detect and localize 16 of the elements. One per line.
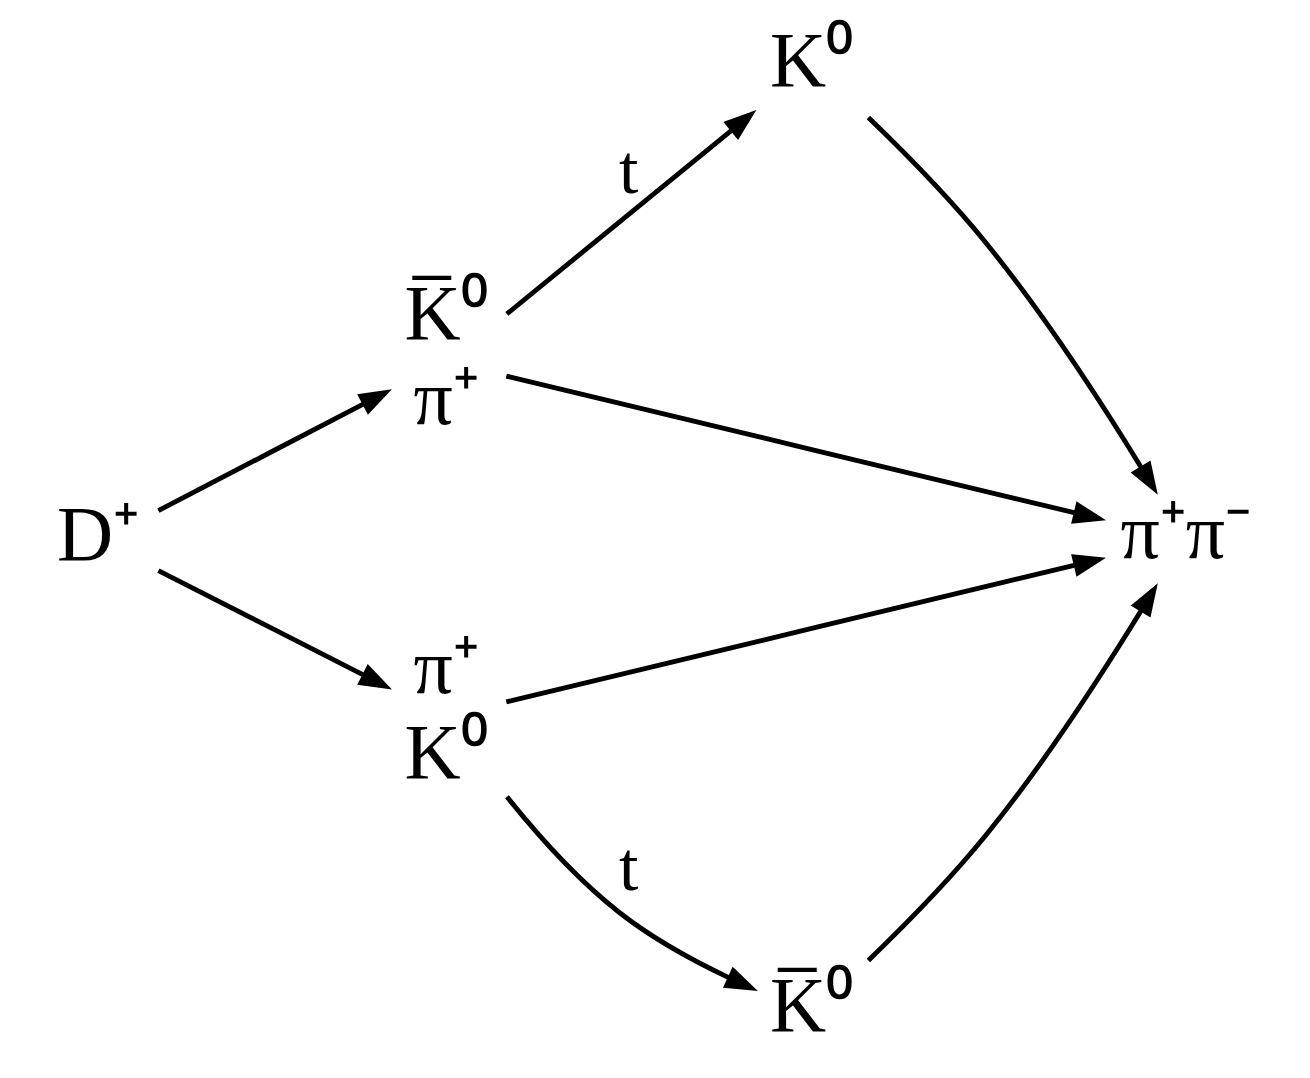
arrow bbox=[505, 554, 1106, 705]
node-text: K̅⁰ π⁺ bbox=[404, 269, 488, 442]
arrow bbox=[866, 583, 1158, 963]
arrow bbox=[157, 568, 392, 690]
node-text: K⁰ bbox=[769, 17, 854, 104]
arrow bbox=[505, 110, 757, 316]
arrow bbox=[866, 115, 1158, 495]
arrow bbox=[505, 795, 758, 991]
node-text: K̅⁰ bbox=[769, 961, 854, 1048]
edge-label: t bbox=[619, 130, 639, 208]
arrow bbox=[505, 373, 1106, 524]
edge-label: t bbox=[619, 828, 639, 906]
arrow bbox=[157, 389, 392, 513]
node-text: π⁺π⁻ bbox=[1120, 489, 1251, 576]
node-text: π⁺ K⁰ bbox=[404, 623, 488, 796]
node-text: D⁺ bbox=[56, 491, 140, 578]
